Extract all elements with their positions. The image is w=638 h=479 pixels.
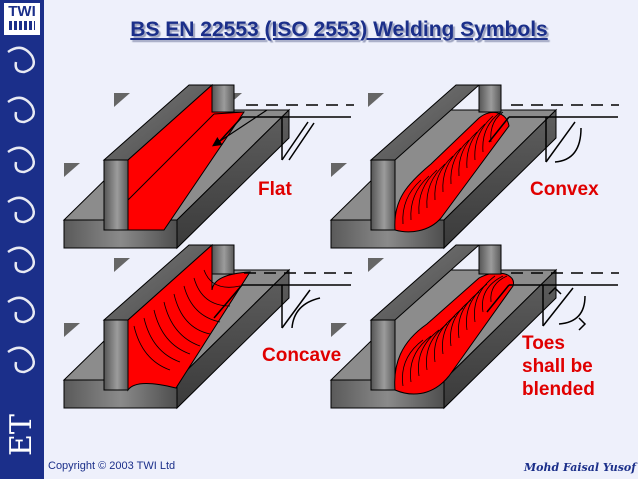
weld-diagram [62,83,619,410]
twi-logo: TWI [3,2,41,36]
corner-triangle-icon [114,93,130,107]
panel-concave [62,243,352,410]
panel-toes-blended [329,244,619,410]
label-toes-line: Toes [522,333,565,354]
arrow-line [211,109,268,147]
label-flat: Flat [258,179,292,200]
panel-convex [329,84,619,250]
corner-triangle-icon [331,163,347,177]
logo-text: TWI [8,3,36,20]
convex-fillet-symbol [545,117,582,163]
author-signature: Mohd Faisal Yusof [523,461,636,474]
corner-triangle-icon [331,323,347,337]
corner-triangle-icon [64,323,80,337]
label-toes-line: shall be [522,356,593,377]
corner-triangle-icon [64,163,80,177]
panel-flat [62,83,354,250]
copyright-text: Copyright © 2003 TWI Ltd [48,460,176,472]
concave-fillet-symbol [281,285,321,329]
page-title: BS EN 22553 (ISO 2553) Welding Symbols [130,18,548,41]
label-toes-blended: Toes shall be blended [522,332,595,401]
side-vertical-text: ET [4,414,39,456]
label-convex: Convex [530,179,599,200]
label-concave: Concave [262,345,342,366]
logo-bars-icon [9,21,35,30]
corner-triangle-icon [368,93,384,107]
label-toes-line: blended [522,379,595,400]
corner-triangle-icon [368,258,384,272]
flat-fillet-symbol [281,117,315,161]
corner-triangle-icon [114,258,130,272]
weld-bead [127,243,251,392]
decorative-side-stripe [0,0,44,479]
toes-blended-symbol [542,285,587,331]
